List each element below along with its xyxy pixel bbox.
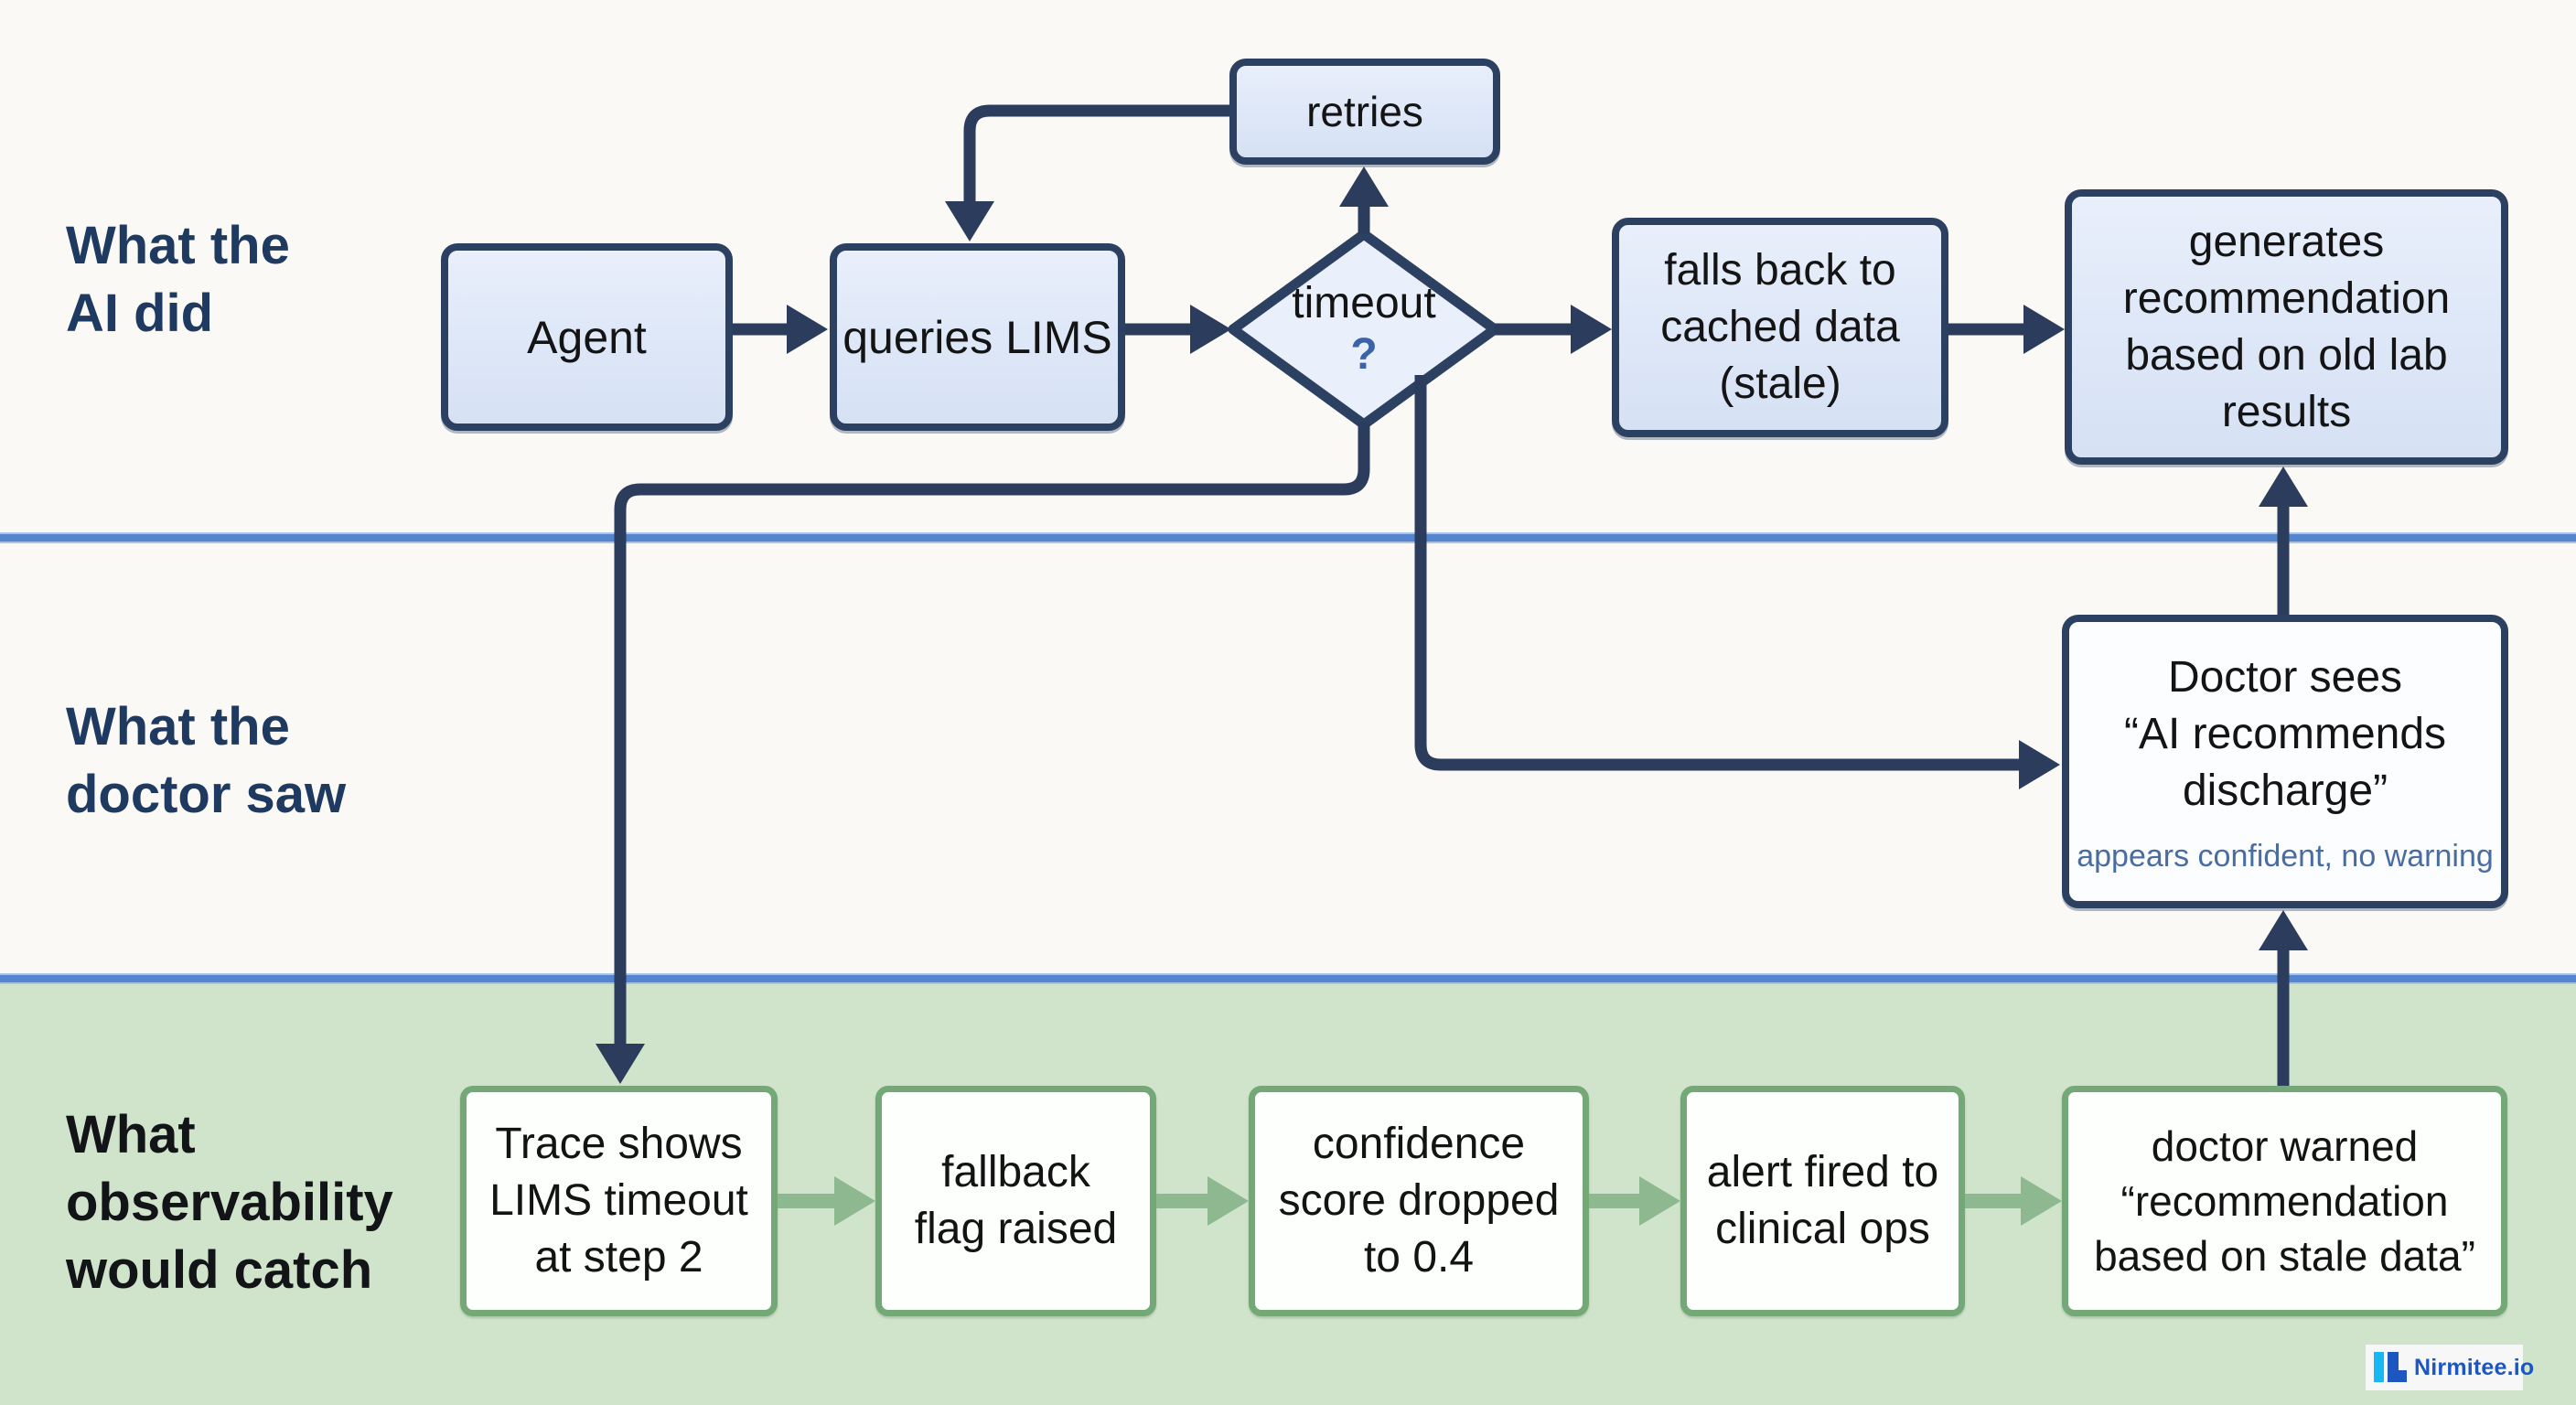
node-text: flag raised [914, 1205, 1118, 1253]
node-text: confidence [1312, 1120, 1526, 1168]
flow-node-trace-shows-timeout: Trace shows LIMS timeout at step 2 [460, 1086, 778, 1316]
node-text: fallback [941, 1148, 1090, 1196]
flow-node-generates-recommendation: generates recommendation based on old la… [2065, 189, 2508, 465]
flow-node-doctor-warned: doctor warned “recommendation based on s… [2062, 1086, 2507, 1316]
lane-label-what-doctor-saw: What the doctor saw [66, 693, 346, 829]
node-text: alert fired to [1706, 1148, 1939, 1196]
node-text: “AI recommends [2123, 709, 2447, 758]
node-text: generates [2188, 217, 2385, 266]
logo-blue-foot [2397, 1370, 2407, 1382]
lane-label-what-ai-did: What the AI did [66, 212, 290, 348]
lane-separator-2 [0, 975, 2576, 982]
lane-label-line: What the [66, 216, 290, 275]
node-text: Agent [527, 311, 647, 363]
node-text: to 0.4 [1363, 1233, 1475, 1282]
flow-node-confidence-score: confidence score dropped to 0.4 [1249, 1086, 1589, 1316]
node-text: retries [1306, 88, 1423, 135]
node-text: queries LIMS [843, 311, 1112, 363]
flow-node-doctor-sees: Doctor sees “AI recommends discharge” ap… [2062, 615, 2508, 908]
lane-label-line: observability [66, 1173, 393, 1232]
flow-node-timeout-label: timeout ? [1263, 274, 1465, 384]
node-text: timeout [1292, 279, 1436, 327]
node-text: Doctor sees [2167, 652, 2403, 702]
node-text: (stale) [1719, 359, 1841, 408]
node-text: at step 2 [534, 1233, 703, 1282]
node-text: recommendation [2122, 273, 2451, 323]
nirmitee-logo-text: Nirmitee.io [2414, 1354, 2535, 1380]
flow-node-retries: retries [1229, 59, 1500, 165]
node-text: cached data [1660, 303, 1900, 351]
node-text: Trace shows [495, 1120, 743, 1168]
nirmitee-logo-badge: Nirmitee.io [2366, 1345, 2534, 1390]
logo-blue-bar [2388, 1352, 2399, 1382]
lane-label-line: What the [66, 697, 290, 756]
question-mark: ? [1350, 330, 1378, 379]
lane-label-line: doctor saw [66, 765, 347, 824]
node-text: based on stale data” [2094, 1232, 2475, 1280]
flow-node-agent: Agent [441, 243, 733, 431]
node-text: discharge” [2182, 766, 2388, 815]
nirmitee-logo-icon [2374, 1352, 2409, 1383]
flow-node-queries-lims: queries LIMS [830, 243, 1125, 431]
node-text: falls back to [1664, 246, 1896, 295]
lane-label-line: would catch [66, 1240, 373, 1300]
lane-separator-1 [0, 534, 2576, 542]
node-text: “recommendation [2120, 1177, 2449, 1225]
node-text: doctor warned [2151, 1122, 2419, 1170]
node-text: results [2221, 387, 2352, 436]
lane-label-line: What [66, 1105, 196, 1164]
flow-node-falls-back-cached: falls back to cached data (stale) [1612, 218, 1948, 437]
logo-cyan-bar [2374, 1352, 2384, 1382]
node-text: clinical ops [1715, 1205, 1930, 1253]
lane-label-what-observability-would-catch: What observability would catch [66, 1101, 393, 1304]
flow-node-fallback-flag: fallback flag raised [875, 1086, 1156, 1316]
lane-label-line: AI did [66, 284, 214, 343]
node-text: LIMS timeout [489, 1176, 748, 1225]
node-text: based on old lab [2125, 330, 2448, 380]
doctor-note-text: appears confident, no warning [2077, 838, 2494, 874]
node-text: score dropped [1278, 1176, 1560, 1225]
flow-node-alert-fired: alert fired to clinical ops [1680, 1086, 1965, 1316]
